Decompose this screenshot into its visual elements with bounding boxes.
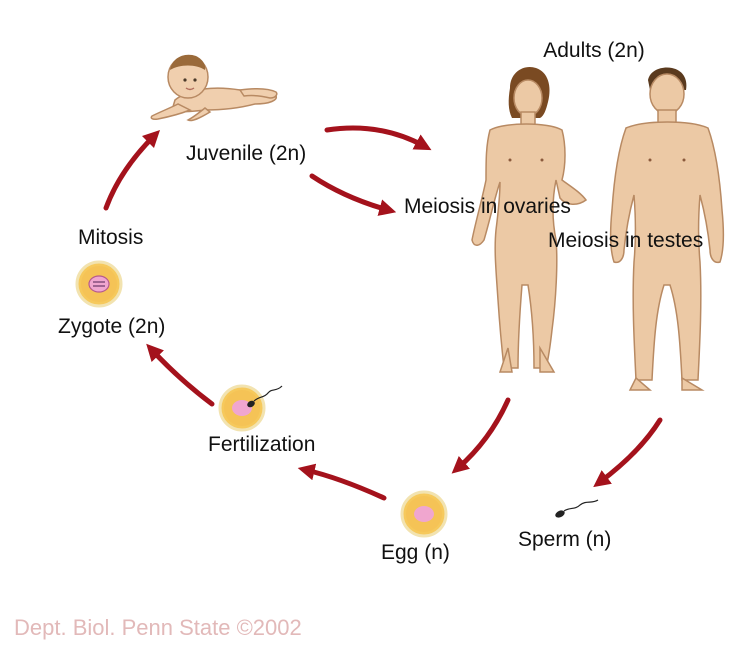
sperm-label: Sperm (n): [518, 528, 611, 551]
arrow-egg-to-fertilization: [297, 463, 387, 501]
arrow-testes-to-sperm: [593, 417, 663, 488]
zygote-label: Zygote (2n): [58, 315, 165, 338]
fertilization-cell-icon: [218, 384, 283, 432]
juvenile-label: Juvenile (2n): [186, 142, 306, 165]
egg-label: Egg (n): [381, 541, 450, 564]
cycle-arrows: [103, 125, 663, 501]
adult-male-illustration: [609, 67, 725, 391]
meiosis-ovaries-label: Meiosis in ovaries: [404, 195, 571, 218]
arrow-fertilization-to-zygote: [146, 343, 215, 407]
egg-cell-icon: [400, 490, 448, 538]
mitosis-label: Mitosis: [78, 226, 143, 249]
arrow-juvenile-to-meiosis: [309, 173, 397, 216]
credit-text: Dept. Biol. Penn State ©2002: [14, 615, 302, 640]
adults-label: Adults (2n): [543, 39, 645, 62]
arrow-mitosis-to-juvenile: [103, 129, 161, 211]
arrow-ovaries-to-egg: [451, 397, 511, 474]
fertilization-label: Fertilization: [208, 433, 315, 456]
adult-female-illustration: [471, 66, 588, 373]
zygote-cell-icon: [75, 260, 123, 308]
meiosis-testes-label: Meiosis in testes: [548, 229, 703, 252]
sperm-icon: [555, 499, 599, 518]
baby-illustration: [150, 54, 278, 122]
arrow-juvenile-to-adults: [324, 125, 432, 151]
